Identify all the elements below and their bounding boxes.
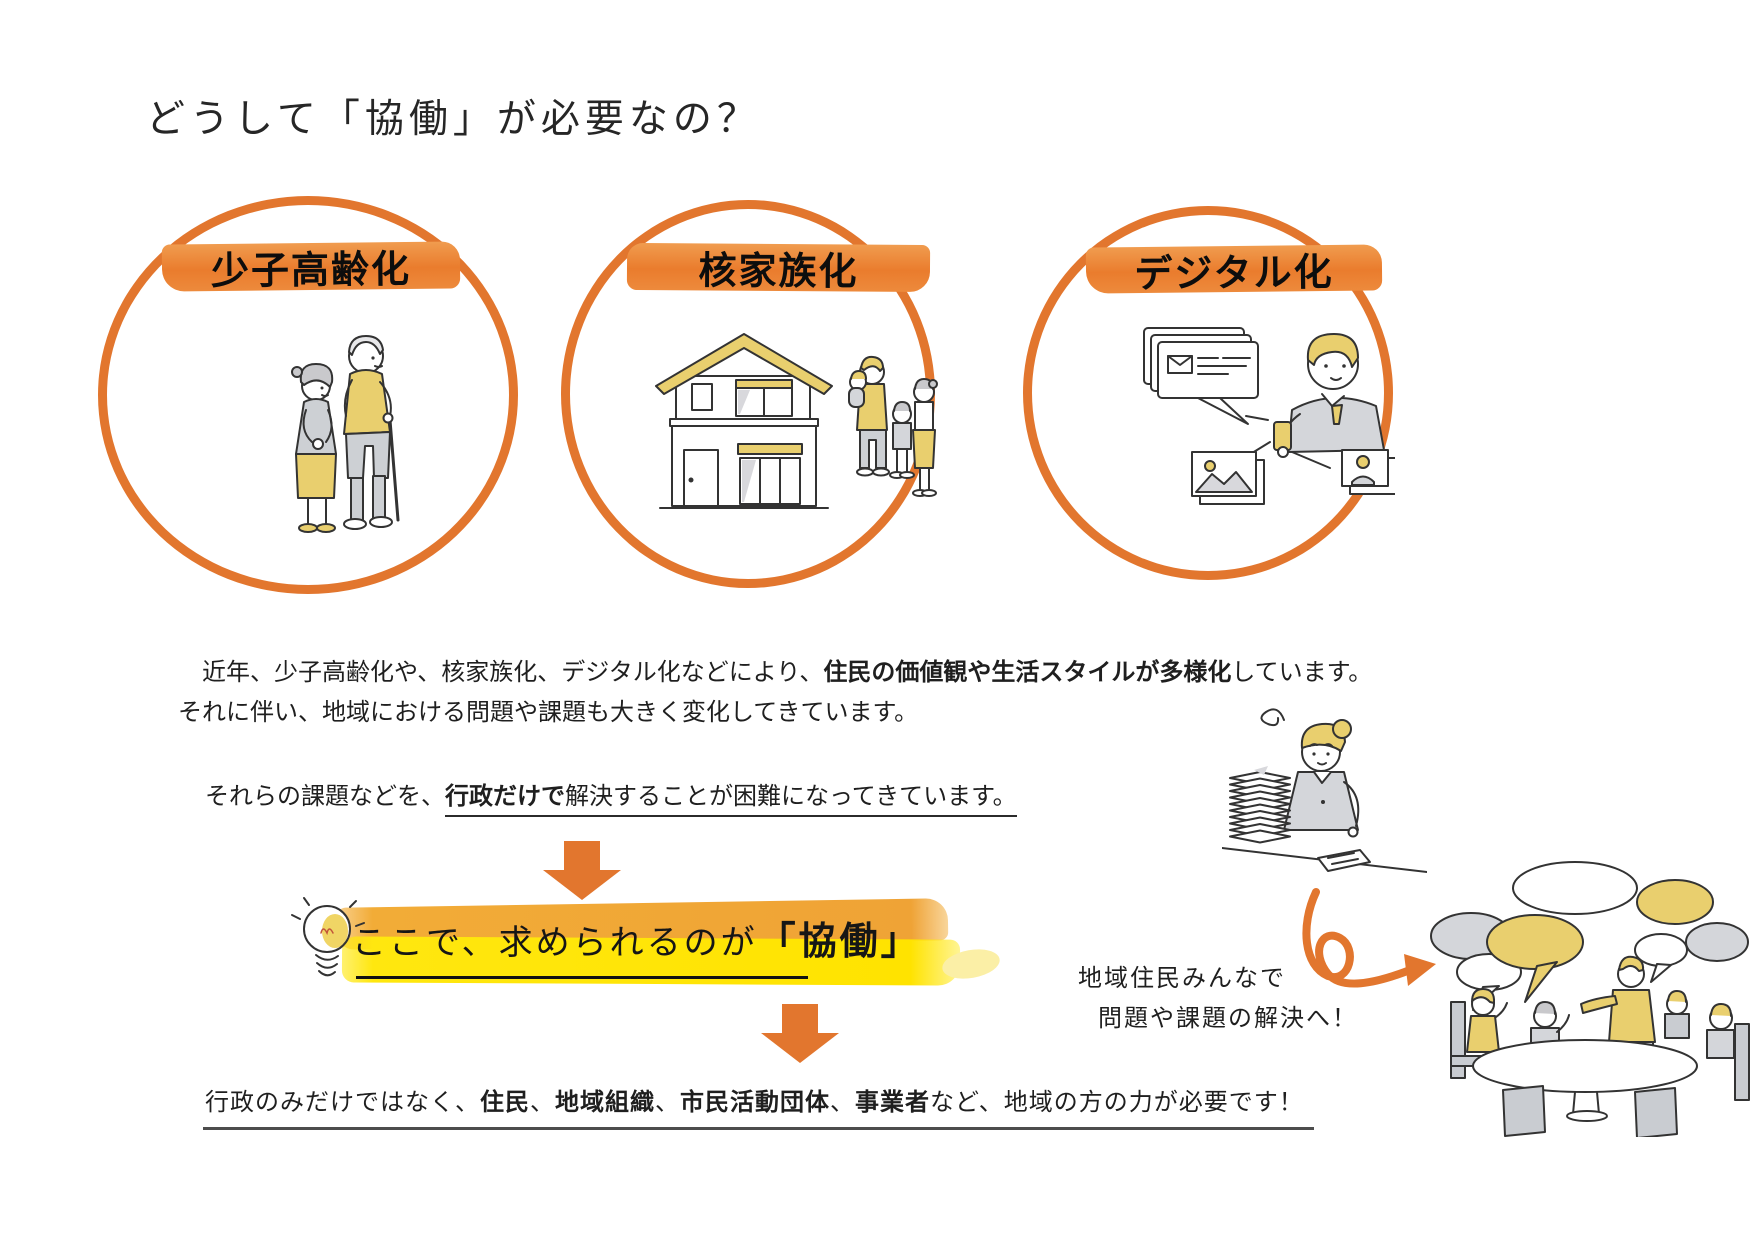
- elderly-couple-illustration: [291, 335, 400, 533]
- factor-label-brush-3: デジタル化: [1085, 244, 1383, 296]
- emphasis-kyodo: 「協働」: [757, 919, 922, 963]
- intro-paragraph: 近年、少子高齢化や、核家族化、デジタル化などにより、住民の価値観や生活スタイルが…: [178, 652, 1372, 732]
- house-family-illustration: [655, 333, 938, 509]
- residents-round-table-discussion-illustration: [1430, 861, 1750, 1137]
- factor-label-1: 少子高齢化: [210, 246, 412, 294]
- conclusion-sentence: 行政のみだけではなく、住民、地域組織、市民活動団体、事業者など、地域の方の力が必…: [203, 1082, 1314, 1130]
- down-arrow-icon: [761, 1004, 839, 1063]
- side-caption-line-1: 地域住民みんなで: [1078, 964, 1286, 992]
- down-arrow-icon: [543, 841, 621, 900]
- emphasis-community-orgs: 地域組織: [555, 1088, 655, 1116]
- underlined-problem: 行政だけで解決することが困難になってきています。: [445, 782, 1017, 817]
- official-with-paper-stack-illustration: [1222, 708, 1427, 873]
- page-title: どうして「協働」が必要なの？: [146, 97, 761, 142]
- loopy-arrow-icon: [1302, 888, 1436, 988]
- problem-sentence: それらの課題などを、行政だけで解決することが困難になってきています。: [205, 776, 1017, 817]
- key-message: ここで、求められるのが「協働」: [352, 919, 922, 963]
- side-caption-line-2: 問題や課題の解決へ！: [1098, 1004, 1358, 1032]
- intro-line-2: それに伴い、地域における問題や課題も大きく変化してきています。: [178, 698, 919, 726]
- factor-label-brush-2: 核家族化: [626, 242, 931, 294]
- factor-label-2: 核家族化: [698, 248, 859, 294]
- factor-label-brush-1: 少子高齢化: [161, 241, 461, 293]
- digital-smartphone-illustration: [1143, 327, 1395, 505]
- factor-label-3: デジタル化: [1134, 249, 1334, 296]
- key-message-underline: [356, 976, 808, 979]
- emphasis-diversification: 住民の価値観や生活スタイルが多様化: [823, 658, 1232, 686]
- lightbulb-icon: [291, 897, 365, 977]
- emphasis-residents: 住民: [480, 1088, 530, 1116]
- emphasis-civic-groups: 市民活動団体: [680, 1088, 830, 1116]
- emphasis-businesses: 事業者: [855, 1088, 930, 1116]
- intro-line-1: 近年、少子高齢化や、核家族化、デジタル化などにより、住民の価値観や生活スタイルが…: [178, 658, 1373, 686]
- emphasis-government-only: 行政だけで: [445, 782, 565, 810]
